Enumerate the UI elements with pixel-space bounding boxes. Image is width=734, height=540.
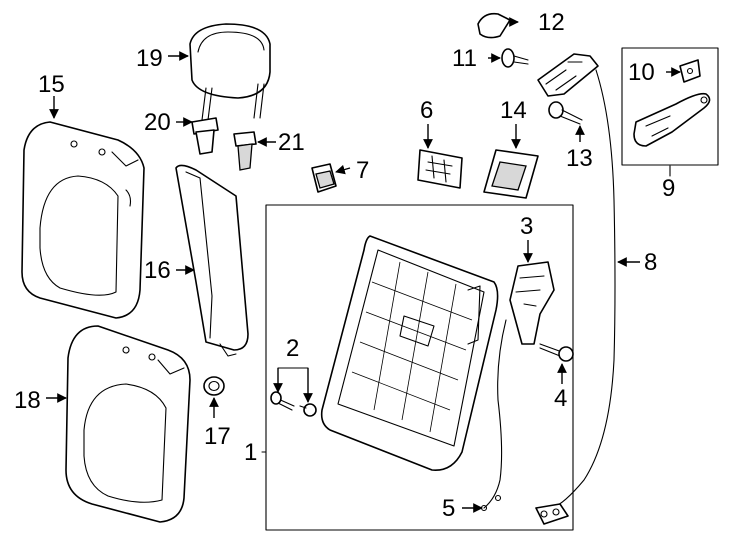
callout-21: 21 <box>278 129 305 156</box>
part-11-bolt <box>501 48 529 68</box>
leader-lines <box>46 17 681 513</box>
part-1-seat-frame <box>320 235 499 471</box>
callout-19: 19 <box>136 45 163 72</box>
part-3-latch <box>509 261 555 345</box>
part-2-bolts <box>270 391 317 417</box>
callout-14: 14 <box>500 97 527 124</box>
callout-2: 2 <box>286 335 299 362</box>
part-7-clip <box>311 163 337 193</box>
callout-7: 7 <box>356 157 369 184</box>
part-15-back-cover <box>21 121 145 319</box>
part-8-release-cable <box>535 53 616 525</box>
callout-5: 5 <box>442 495 455 522</box>
part-10-bracket <box>679 59 701 83</box>
callout-12: 12 <box>538 9 565 36</box>
callout-10: 10 <box>628 59 655 86</box>
part-16-bolster-trim <box>175 164 249 357</box>
callout-4: 4 <box>554 385 567 412</box>
callout-18: 18 <box>14 387 41 414</box>
callout-6: 6 <box>420 97 433 124</box>
callout-9: 9 <box>662 175 675 202</box>
part-12-cap <box>477 12 513 39</box>
frame-assembly-box <box>265 204 574 531</box>
part-4-bolt <box>539 343 574 362</box>
callout-16: 16 <box>144 257 171 284</box>
callout-1: 1 <box>244 439 257 466</box>
callout-8: 8 <box>644 249 657 276</box>
part-21-guide <box>233 131 257 171</box>
callout-15: 15 <box>38 71 65 98</box>
callout-20: 20 <box>144 109 171 136</box>
part-17-grommet <box>203 376 225 396</box>
callout-3: 3 <box>520 213 533 240</box>
callout-11: 11 <box>452 45 477 72</box>
part-13-bolt <box>548 101 583 125</box>
part-14-bezel <box>483 149 539 199</box>
part-18-lower-cover <box>65 325 191 523</box>
callout-17: 17 <box>204 423 231 450</box>
part-6-plate <box>417 149 463 189</box>
part-19-headrest <box>189 23 271 121</box>
bracket-box <box>621 47 719 166</box>
callout-13: 13 <box>566 145 593 172</box>
part-9-bracket-arm <box>633 92 711 147</box>
part-20-guide <box>191 117 219 155</box>
